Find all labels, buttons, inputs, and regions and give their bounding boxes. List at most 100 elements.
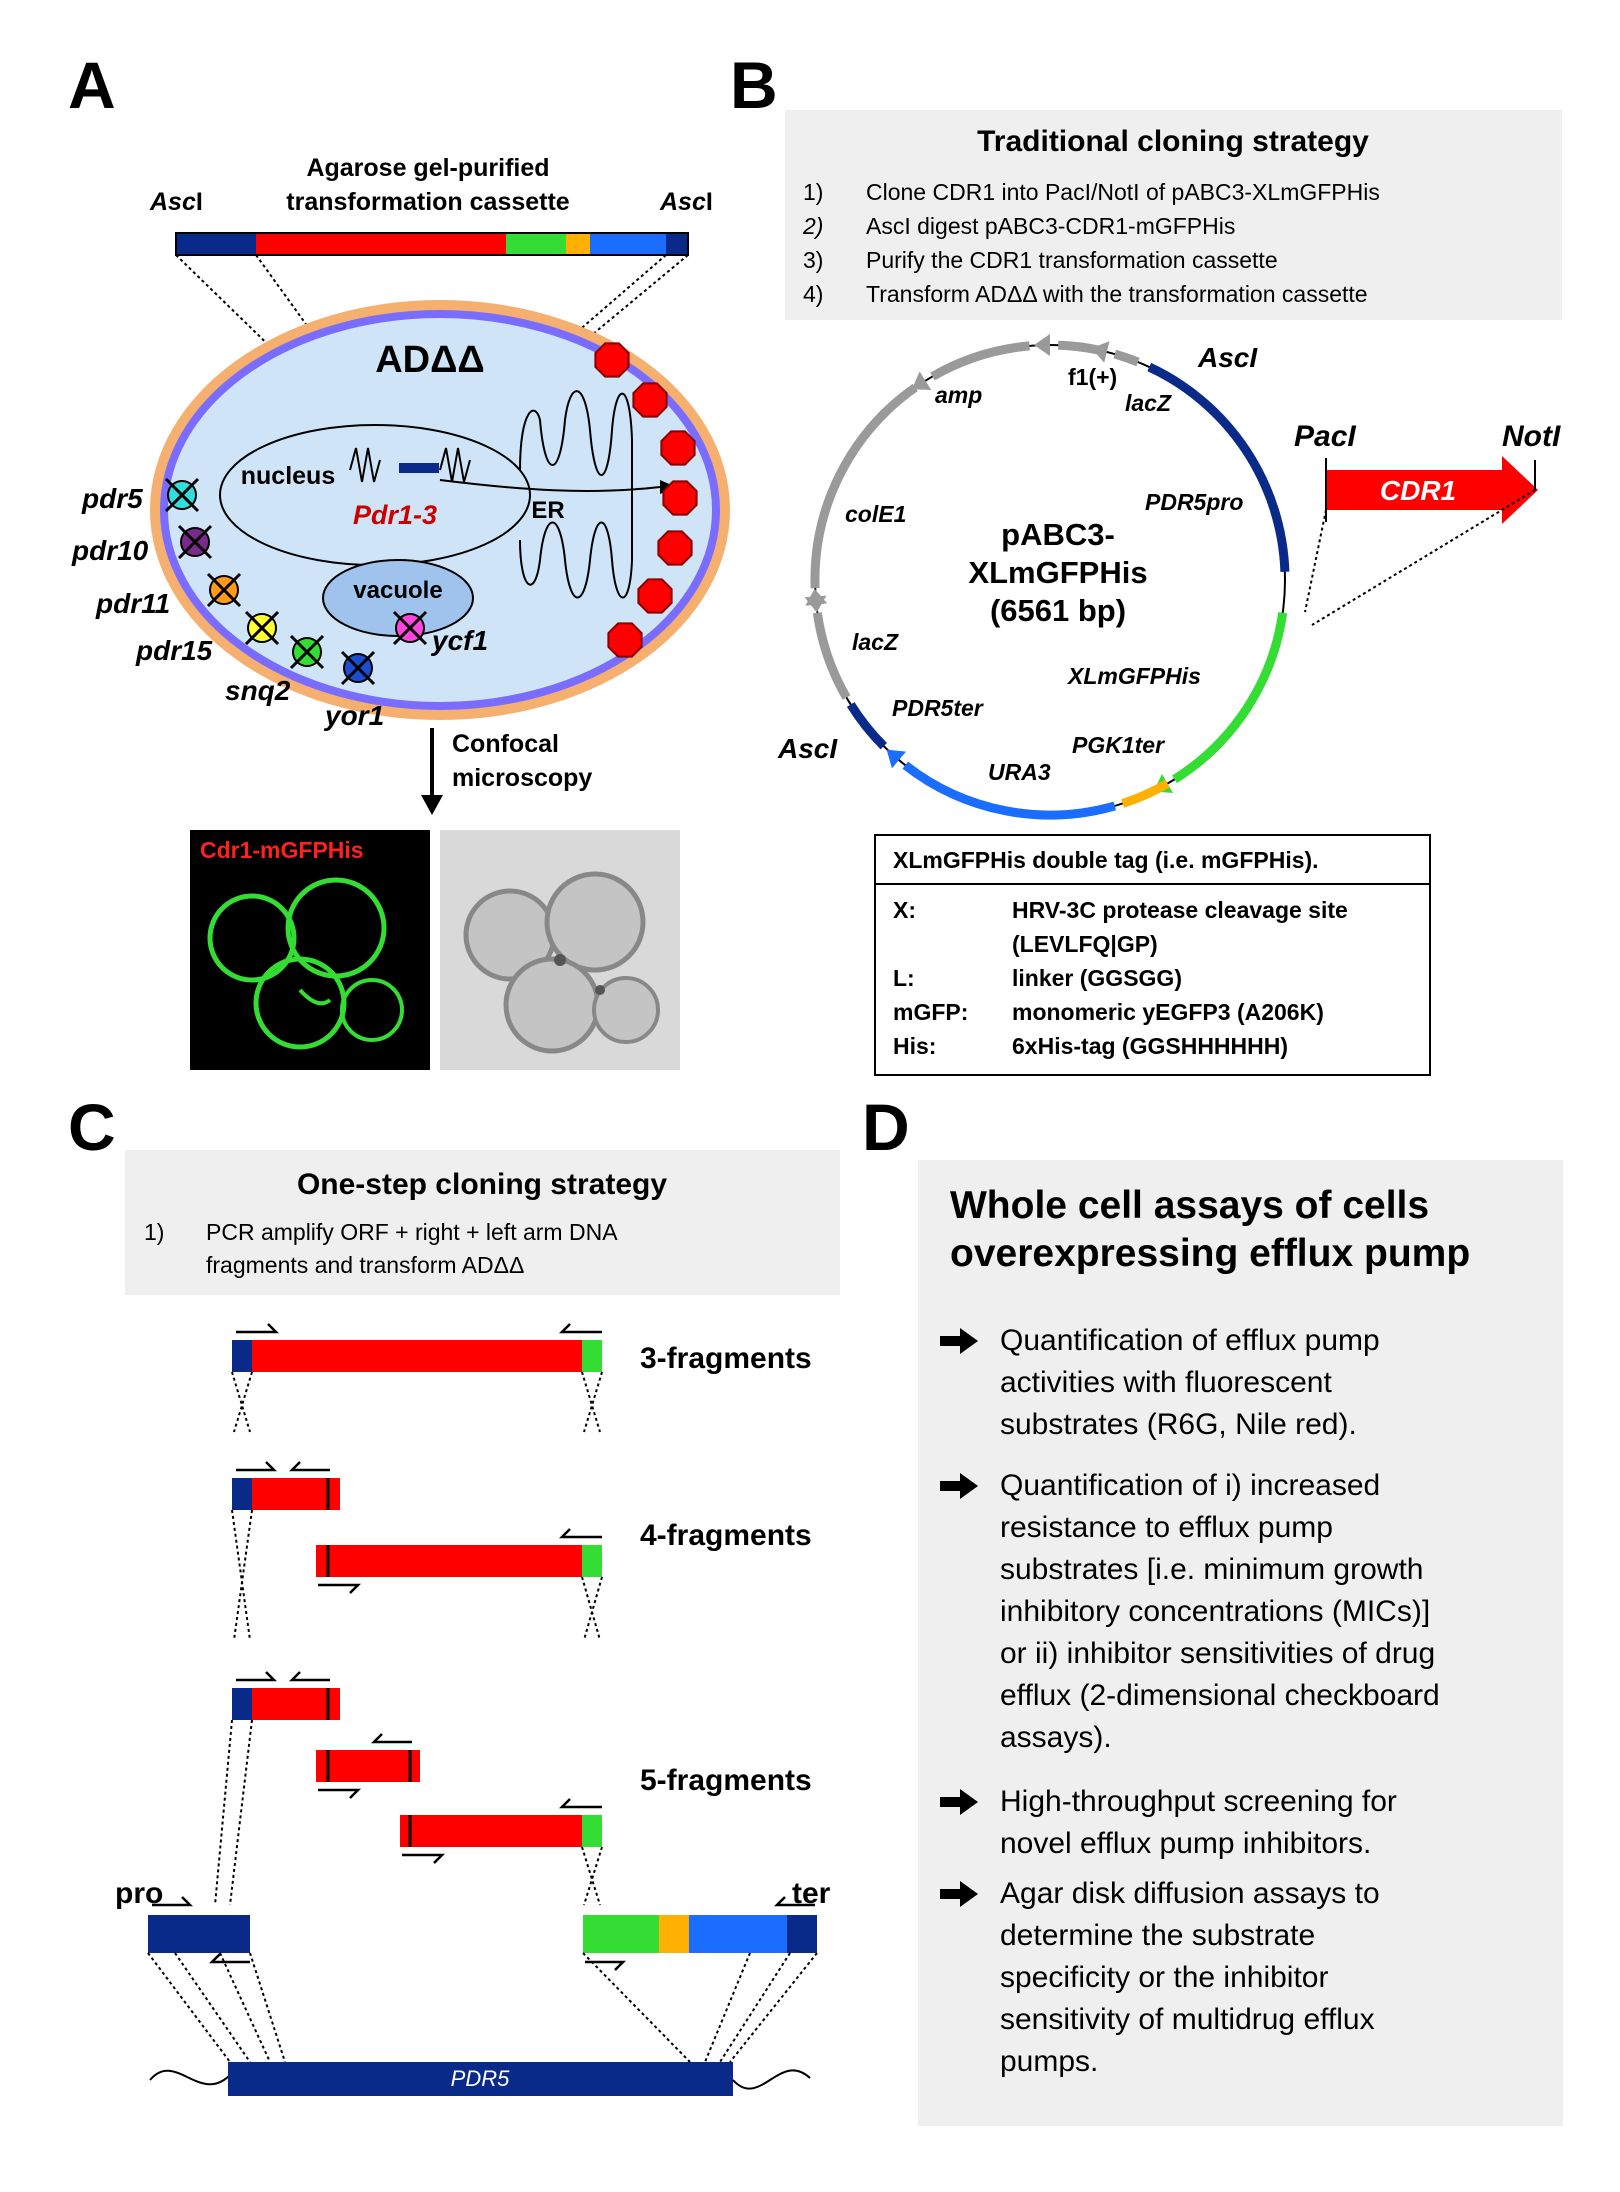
one-step-line-1: PCR amplify ORF + right + left arm DNA [206, 1219, 618, 1245]
vacuole-label: vacuole [353, 577, 442, 604]
cdr1-pump-icon [662, 480, 698, 516]
cdr1-pump-icon [637, 578, 673, 614]
step-2-num: 2) [802, 213, 823, 239]
feature-cole1: colE1 [845, 501, 906, 527]
ura3-arc [902, 761, 1117, 820]
strain-label: ADΔΔ [375, 339, 485, 381]
asc-left-label: AscI [149, 188, 203, 216]
feature-pdr5pro: PDR5pro [1145, 489, 1243, 515]
pdr5ter-arc [846, 702, 888, 750]
cassette-title-1: Agarose gel-purified [306, 154, 549, 182]
feature-asc-bottom: AscI [777, 733, 838, 764]
feature-xlmgfphis: XLmGFPHis [1066, 663, 1201, 689]
micrograph-label: Cdr1-mGFPHis [200, 837, 364, 863]
primer-reverse-icon [558, 1323, 602, 1334]
gene-pdr5: pdr5 [81, 483, 143, 514]
tag-table-title: XLmGFPHis double tag (i.e. mGFPHis). [893, 847, 1319, 873]
four-fragments-label: 4-fragments [640, 1519, 812, 1552]
panel-a: Agarose gel-purified transformation cass… [71, 154, 730, 1070]
er-label: ER [531, 497, 564, 524]
step-3-num: 3) [803, 247, 823, 273]
tag-value-x-seq: (LEVLFQ|GP) [1012, 931, 1158, 957]
panel-label-b: B [730, 48, 778, 122]
lacz-left-arc [812, 612, 851, 700]
assay-bullet-list: Quantification of efflux pumpactivities … [940, 1324, 1440, 2078]
step-4-text: Transform ADΔΔ with the transformation c… [866, 281, 1368, 307]
terminator-arm [583, 1915, 817, 1953]
three-fragments-label: 3-fragments [640, 1342, 812, 1375]
integration-site [399, 463, 439, 473]
asc-right-label: AscI [659, 188, 713, 216]
plasmid-name-2: XLmGFPHis [968, 555, 1147, 590]
transformation-cassette [175, 232, 689, 256]
cdr1-pump-icon [660, 430, 696, 466]
cdr1-pump-icon [632, 382, 668, 418]
endoplasmic-reticulum [519, 390, 633, 599]
cdr1-insert-arrow: CDR1 [1325, 456, 1538, 524]
assay-bullet-line: Agar disk diffusion assays to [1000, 1877, 1380, 1910]
tag-value-x: HRV-3C protease cleavage site [1012, 897, 1348, 923]
assay-bullet-line: determine the substrate [1000, 1919, 1315, 1952]
cdr1-pump-icon [594, 342, 630, 378]
one-step-step-num: 1) [144, 1219, 164, 1245]
nucleus-label: nucleus [241, 462, 335, 490]
tag-value-his: 6xHis-tag (GGSHHHHHH) [1012, 1033, 1288, 1059]
assays-title-1: Whole cell assays of cells [950, 1184, 1429, 1227]
step-1-num: 1) [803, 179, 823, 205]
panel-label-d: D [862, 1090, 910, 1164]
lacz-top-arc [1113, 349, 1140, 367]
step-4-num: 4) [803, 281, 823, 307]
cdr1-pump-icon [657, 530, 693, 566]
five-fragment-construct [232, 1671, 602, 1864]
assay-bullet-line: Quantification of i) increased [1000, 1469, 1380, 1502]
feature-ura3: URA3 [988, 759, 1051, 785]
plasmid-map: pABC3- XLmGFPHis (6561 bp) f1(+) lacZ am… [777, 334, 1290, 820]
assay-bullet-line: High-throughput screening for [1000, 1785, 1397, 1818]
method-label-1: Confocal [452, 730, 559, 758]
assay-bullet-line: pumps. [1000, 2045, 1098, 2078]
chromosome-left [149, 2069, 231, 2086]
one-step-strategy-title: One-step cloning strategy [297, 1168, 667, 1201]
right-arrow-icon [940, 1473, 978, 1499]
gene-pdr10: pdr10 [71, 535, 149, 566]
feature-asc-top: AscI [1197, 342, 1258, 373]
pdr5-locus-label: PDR5 [451, 2066, 510, 2091]
assay-bullet-line: substrates (R6G, Nile red). [1000, 1408, 1357, 1441]
feature-f1: f1(+) [1068, 364, 1117, 390]
assay-bullet-line: activities with fluorescent [1000, 1366, 1332, 1399]
panel-b: Traditional cloning strategy 1) Clone CD… [777, 110, 1562, 1076]
primer-forward-icon [236, 1323, 280, 1334]
method-label-2: microscopy [452, 764, 592, 792]
assay-bullet-line: substrates [i.e. minimum growth [1000, 1553, 1423, 1586]
deleted-transporters [164, 477, 428, 686]
xlmgfphis-arc [1172, 612, 1288, 784]
gene-snq2: snq2 [225, 675, 291, 706]
tag-table: XLmGFPHis double tag (i.e. mGFPHis). X: … [874, 834, 1431, 1076]
three-fragment-construct [231, 1323, 603, 1433]
nucleus [219, 424, 531, 566]
pro-primer-forward-icon [152, 1896, 194, 1907]
assay-bullet-line: inhibitory concentrations (MICs)] [1000, 1595, 1430, 1628]
assay-bullet-line: efflux (2-dimensional checkboard [1000, 1679, 1440, 1712]
step-2-text: AscI digest pABC3-CDR1-mGFPHis [866, 213, 1235, 239]
promoter-arm [148, 1915, 250, 1953]
cdr1-label: CDR1 [1380, 475, 1456, 506]
panel-c: One-step cloning strategy 1) PCR amplify… [115, 1150, 840, 2096]
assay-bullet-line: resistance to efflux pump [1000, 1511, 1333, 1544]
tag-key-his: His: [893, 1033, 936, 1059]
assay-bullet-line: sensitivity of multidrug efflux [1000, 2003, 1375, 2036]
assay-bullet-line: or ii) inhibitor sensitivities of drug [1000, 1637, 1435, 1670]
pdr5-locus [228, 2062, 733, 2096]
chromosome-right [732, 2069, 811, 2090]
one-step-strategy-box [125, 1150, 840, 1295]
four-fragment-construct [231, 1461, 603, 1641]
fluorescence-micrograph: Cdr1-mGFPHis [190, 830, 430, 1070]
feature-arrowhead-icon [1091, 341, 1110, 363]
right-arrow-icon [940, 1328, 978, 1354]
assay-bullet-line: assays). [1000, 1721, 1112, 1754]
traditional-strategy-box [785, 110, 1562, 320]
traditional-strategy-title: Traditional cloning strategy [977, 125, 1369, 158]
panel-d: Whole cell assays of cells overexpressin… [918, 1160, 1563, 2126]
amp-arc [930, 341, 1030, 381]
step-3-text: Purify the CDR1 transformation cassette [866, 247, 1278, 273]
